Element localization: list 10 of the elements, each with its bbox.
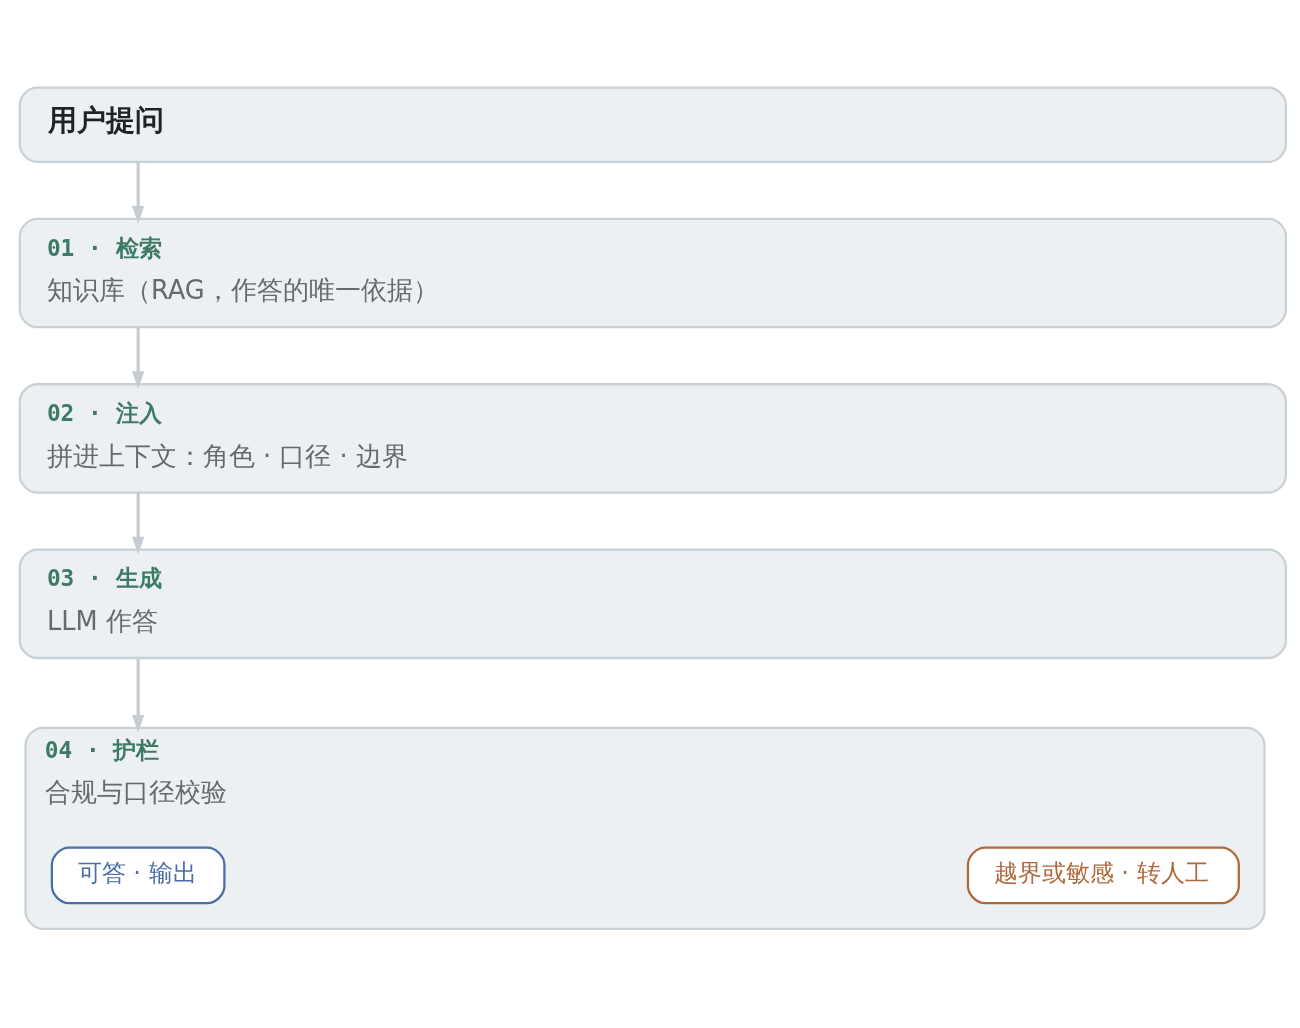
arrow <box>131 658 145 733</box>
node-box: 可答 · 输出 <box>50 846 226 905</box>
node-box: 越界或敏感 · 转人工 <box>966 846 1240 905</box>
arrow <box>131 161 145 224</box>
node-box: 用户提问 <box>18 86 1288 163</box>
node-box: 01 · 检索 知识库（RAG，作答的唯一依据） <box>18 217 1288 329</box>
arrow <box>131 492 145 555</box>
node-box: 03 · 生成 LLM 作答 <box>18 548 1288 660</box>
arrow <box>131 327 145 389</box>
node-box: 02 · 注入 拼进上下文：角色 · 口径 · 边界 <box>18 383 1288 494</box>
